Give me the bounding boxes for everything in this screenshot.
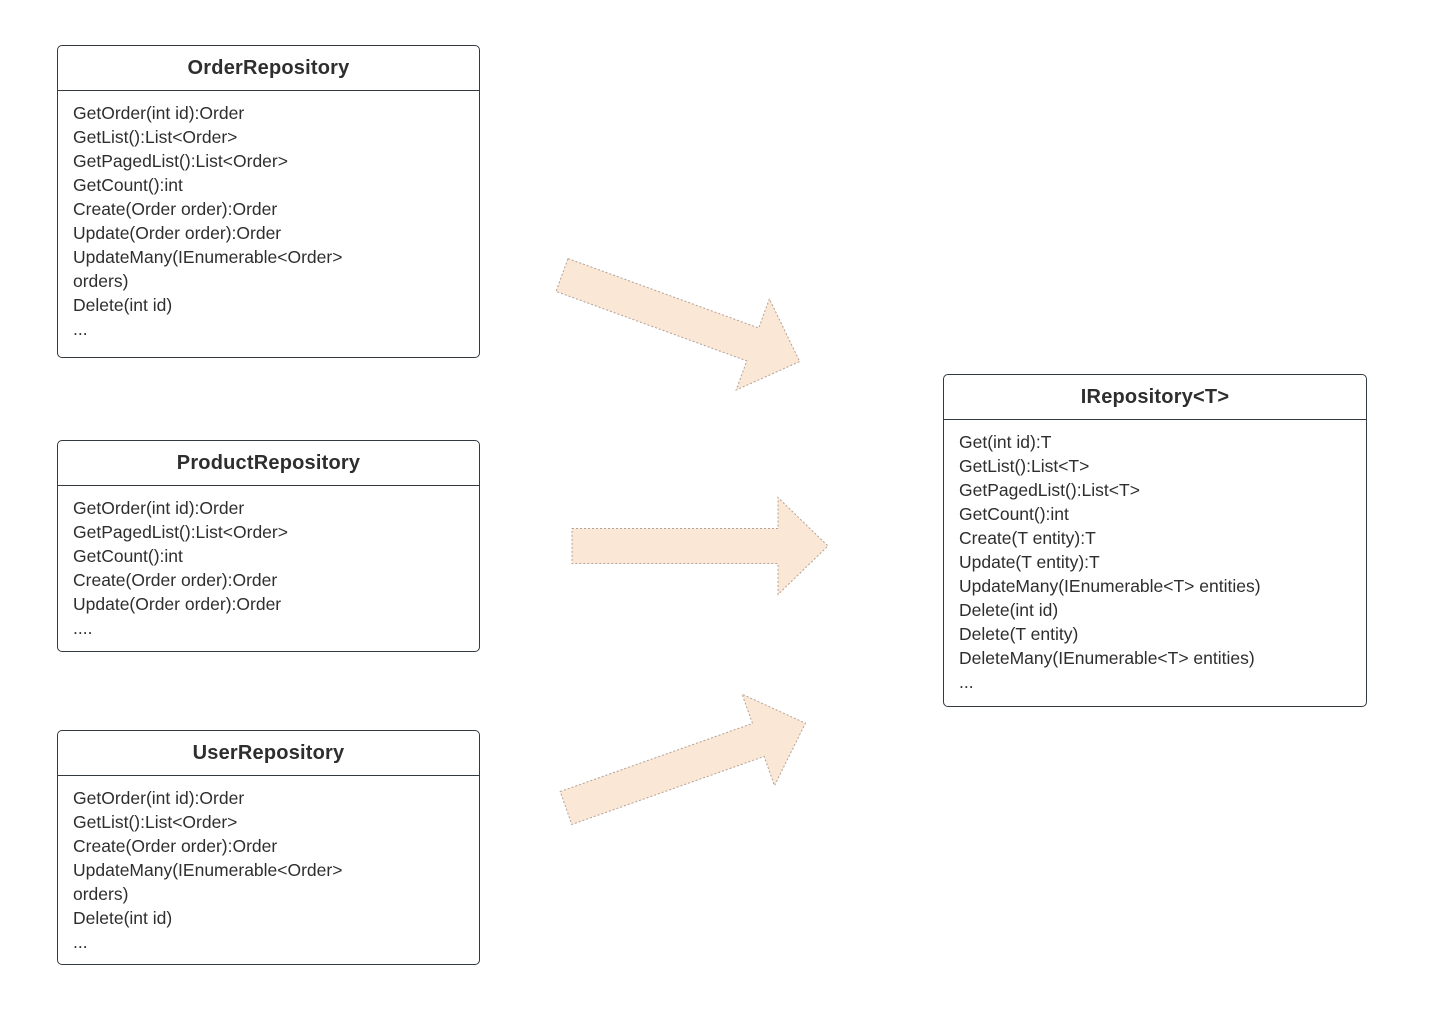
class-member: GetCount():int (73, 175, 183, 195)
class-member: Create(T entity):T (959, 528, 1096, 548)
class-member: GetCount():int (73, 546, 183, 566)
class-member: GetOrder(int id):Order (73, 103, 245, 123)
class-member: Update(Order order):Order (73, 223, 282, 243)
class-box-irepository: IRepository<T> Get(int id):T GetList():Li… (943, 374, 1367, 707)
class-member: Delete(int id) (959, 600, 1059, 620)
class-member: GetList():List<T> (959, 456, 1090, 476)
class-member: orders) (73, 271, 129, 291)
class-member: Delete(T entity) (959, 624, 1079, 644)
class-member: UpdateMany(IEnumerable<Order> (73, 247, 343, 267)
class-member: Delete(int id) (73, 295, 173, 315)
class-member: Delete(int id) (73, 908, 173, 928)
class-member: Create(Order order):Order (73, 199, 278, 219)
class-member: orders) (73, 884, 129, 904)
class-member: Create(Order order):Order (73, 836, 278, 856)
class-member: GetList():List<Order> (73, 812, 238, 832)
class-member: ... (73, 932, 88, 952)
class-member: GetCount():int (959, 504, 1069, 524)
class-member: ... (73, 319, 88, 339)
class-title-user-repository: UserRepository (58, 731, 479, 776)
class-member: GetPagedList():List<T> (959, 480, 1140, 500)
class-member: GetOrder(int id):Order (73, 788, 245, 808)
class-title-order-repository: OrderRepository (58, 46, 479, 91)
class-member: GetPagedList():List<Order> (73, 151, 288, 171)
arrow-order-to-irepository (555, 257, 801, 391)
class-member: GetList():List<Order> (73, 127, 238, 147)
class-box-product-repository: ProductRepository GetOrder(int id):Order… (57, 440, 480, 652)
class-member: Get(int id):T (959, 432, 1052, 452)
class-member: Create(Order order):Order (73, 570, 278, 590)
class-member: .... (73, 618, 93, 638)
class-member: DeleteMany(IEnumerable<T> entities) (959, 648, 1255, 668)
class-member: ... (959, 672, 974, 692)
arrow-user-to-irepository (559, 693, 807, 826)
class-member: Update(T entity):T (959, 552, 1100, 572)
class-title-irepository: IRepository<T> (944, 375, 1366, 420)
arrow-product-to-irepository (571, 496, 829, 596)
class-member: GetOrder(int id):Order (73, 498, 245, 518)
class-member: UpdateMany(IEnumerable<T> entities) (959, 576, 1261, 596)
class-title-product-repository: ProductRepository (58, 441, 479, 486)
class-member: GetPagedList():List<Order> (73, 522, 288, 542)
class-member-list: Get(int id):T GetList():List<T> GetPagedLi… (944, 420, 1366, 694)
class-member: UpdateMany(IEnumerable<Order> (73, 860, 343, 880)
class-member: Update(Order order):Order (73, 594, 282, 614)
